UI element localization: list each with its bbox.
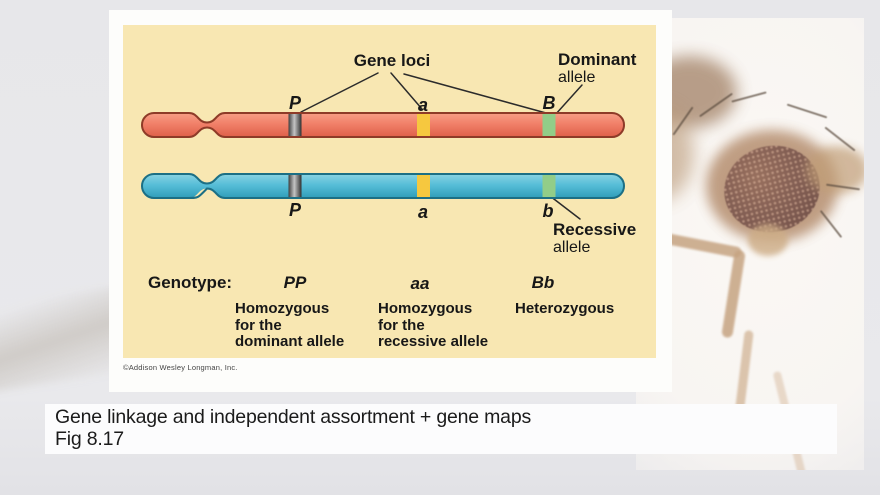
gene-loci-line-b	[403, 73, 547, 114]
desc-line: Heterozygous	[515, 300, 615, 317]
figure-panel: Gene loci Dominant allele P a B P a b Re…	[123, 25, 656, 358]
dominant-allele-line	[554, 84, 583, 116]
genotype-value-Bb: Bb	[531, 273, 555, 292]
top-p-band	[288, 113, 302, 137]
locus-top-a: a	[417, 95, 428, 115]
recessive-allele-label: Recessive allele	[553, 221, 636, 257]
gene-loci-line-p	[300, 72, 379, 113]
locus-bottom-b: b	[542, 201, 554, 221]
fly-leg	[661, 232, 743, 259]
fruit-fly-photo	[636, 18, 864, 470]
top-b-band	[542, 113, 556, 137]
genotype-desc-dominant: Homozygous for the dominant allele	[235, 300, 345, 351]
locus-top-P: P	[288, 93, 301, 113]
locus-bottom-a: a	[417, 202, 428, 222]
genotype-desc-recessive: Homozygous for the recessive allele	[378, 300, 489, 351]
genotype-desc-heterozygous: Heterozygous	[515, 300, 615, 318]
fly-leg	[721, 249, 746, 339]
desc-line: recessive allele	[378, 333, 489, 350]
genotype-value-aa: aa	[410, 274, 430, 293]
fly-bristle-icon	[819, 209, 843, 239]
dominant-allele-line1: Dominant	[558, 50, 637, 69]
desc-line: Homozygous	[235, 300, 330, 317]
chromosome-diagram	[141, 72, 625, 220]
desc-line: for the	[235, 316, 282, 334]
dominant-allele-label: Dominant allele	[558, 51, 636, 87]
desc-line: for the	[378, 316, 425, 334]
fruit-fly	[636, 18, 864, 470]
caption-bar: Gene linkage and independent assortment …	[45, 404, 837, 454]
caption-figure-number: Fig 8.17	[55, 428, 124, 450]
bottom-p-band	[288, 174, 302, 198]
top-chromosome-shape	[142, 113, 624, 137]
locus-bottom-P: P	[288, 200, 301, 220]
genotype-value-PP: PP	[283, 273, 307, 292]
fly-snout	[748, 224, 788, 256]
locus-top-B: B	[542, 93, 556, 113]
desc-line: Homozygous	[378, 300, 473, 317]
recessive-allele-line1: Recessive	[553, 220, 637, 239]
recessive-allele-line2: allele	[553, 239, 591, 256]
top-chromosome-outline	[141, 112, 625, 138]
genotype-label: Genotype:	[148, 273, 233, 292]
gene-loci-label: Gene loci	[353, 51, 431, 70]
recessive-allele-line	[549, 195, 581, 220]
bottom-chromosome-shape	[142, 174, 624, 198]
caption-title: Gene linkage and independent assortment …	[55, 406, 532, 428]
dominant-allele-line2: allele	[558, 69, 596, 86]
figure-card: Gene loci Dominant allele P a B P a b Re…	[109, 10, 672, 392]
bottom-b-band	[542, 174, 556, 198]
fly-bristle-icon	[786, 103, 828, 119]
bottom-chromosome-outline	[141, 173, 625, 199]
pointer-lines	[300, 72, 583, 220]
desc-line: dominant allele	[235, 333, 345, 350]
figure-credit: ©Addison Wesley Longman, Inc.	[123, 363, 238, 372]
top-a-band	[417, 113, 430, 137]
gene-loci-line-a	[390, 72, 423, 110]
bottom-a-band	[417, 174, 430, 198]
